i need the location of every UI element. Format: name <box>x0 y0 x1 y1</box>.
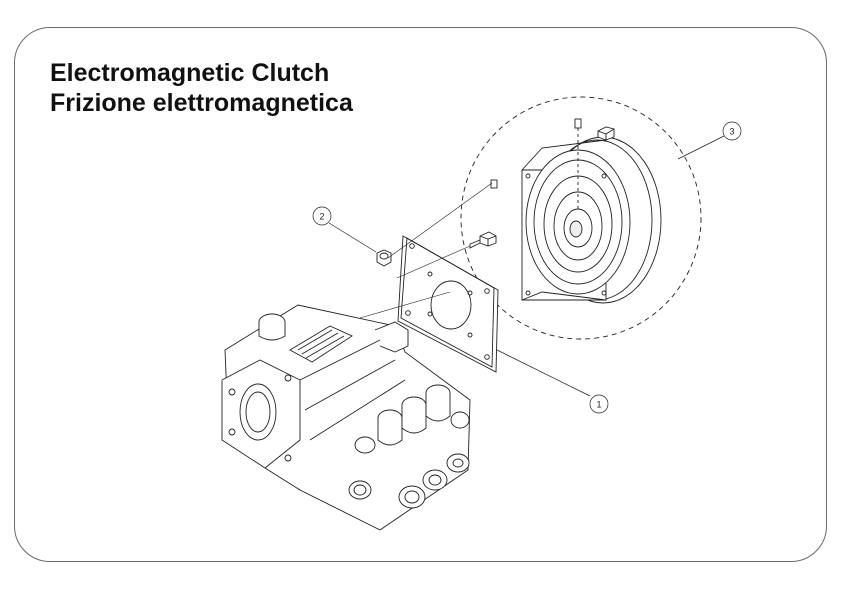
screw <box>469 231 497 249</box>
title-italian: Frizione elettromagnetica <box>50 89 353 117</box>
title-english: Electromagnetic Clutch <box>50 59 330 87</box>
callout-1-label: 1 <box>596 400 601 410</box>
assembly-lines <box>359 182 493 319</box>
callout-3-label: 3 <box>729 127 734 137</box>
callout-1 <box>496 349 609 414</box>
clutch-group-outline <box>460 96 702 340</box>
diagram-title: Electromagnetic Clutch Frizione elettrom… <box>50 58 353 118</box>
page-border <box>14 27 827 562</box>
electromagnetic-clutch <box>490 118 662 304</box>
pump <box>221 304 471 531</box>
callout-2 <box>312 206 377 253</box>
callout-2-label: 2 <box>319 212 324 222</box>
callout-3 <box>677 121 742 160</box>
adapter-plate <box>397 235 499 373</box>
nut <box>376 249 392 267</box>
